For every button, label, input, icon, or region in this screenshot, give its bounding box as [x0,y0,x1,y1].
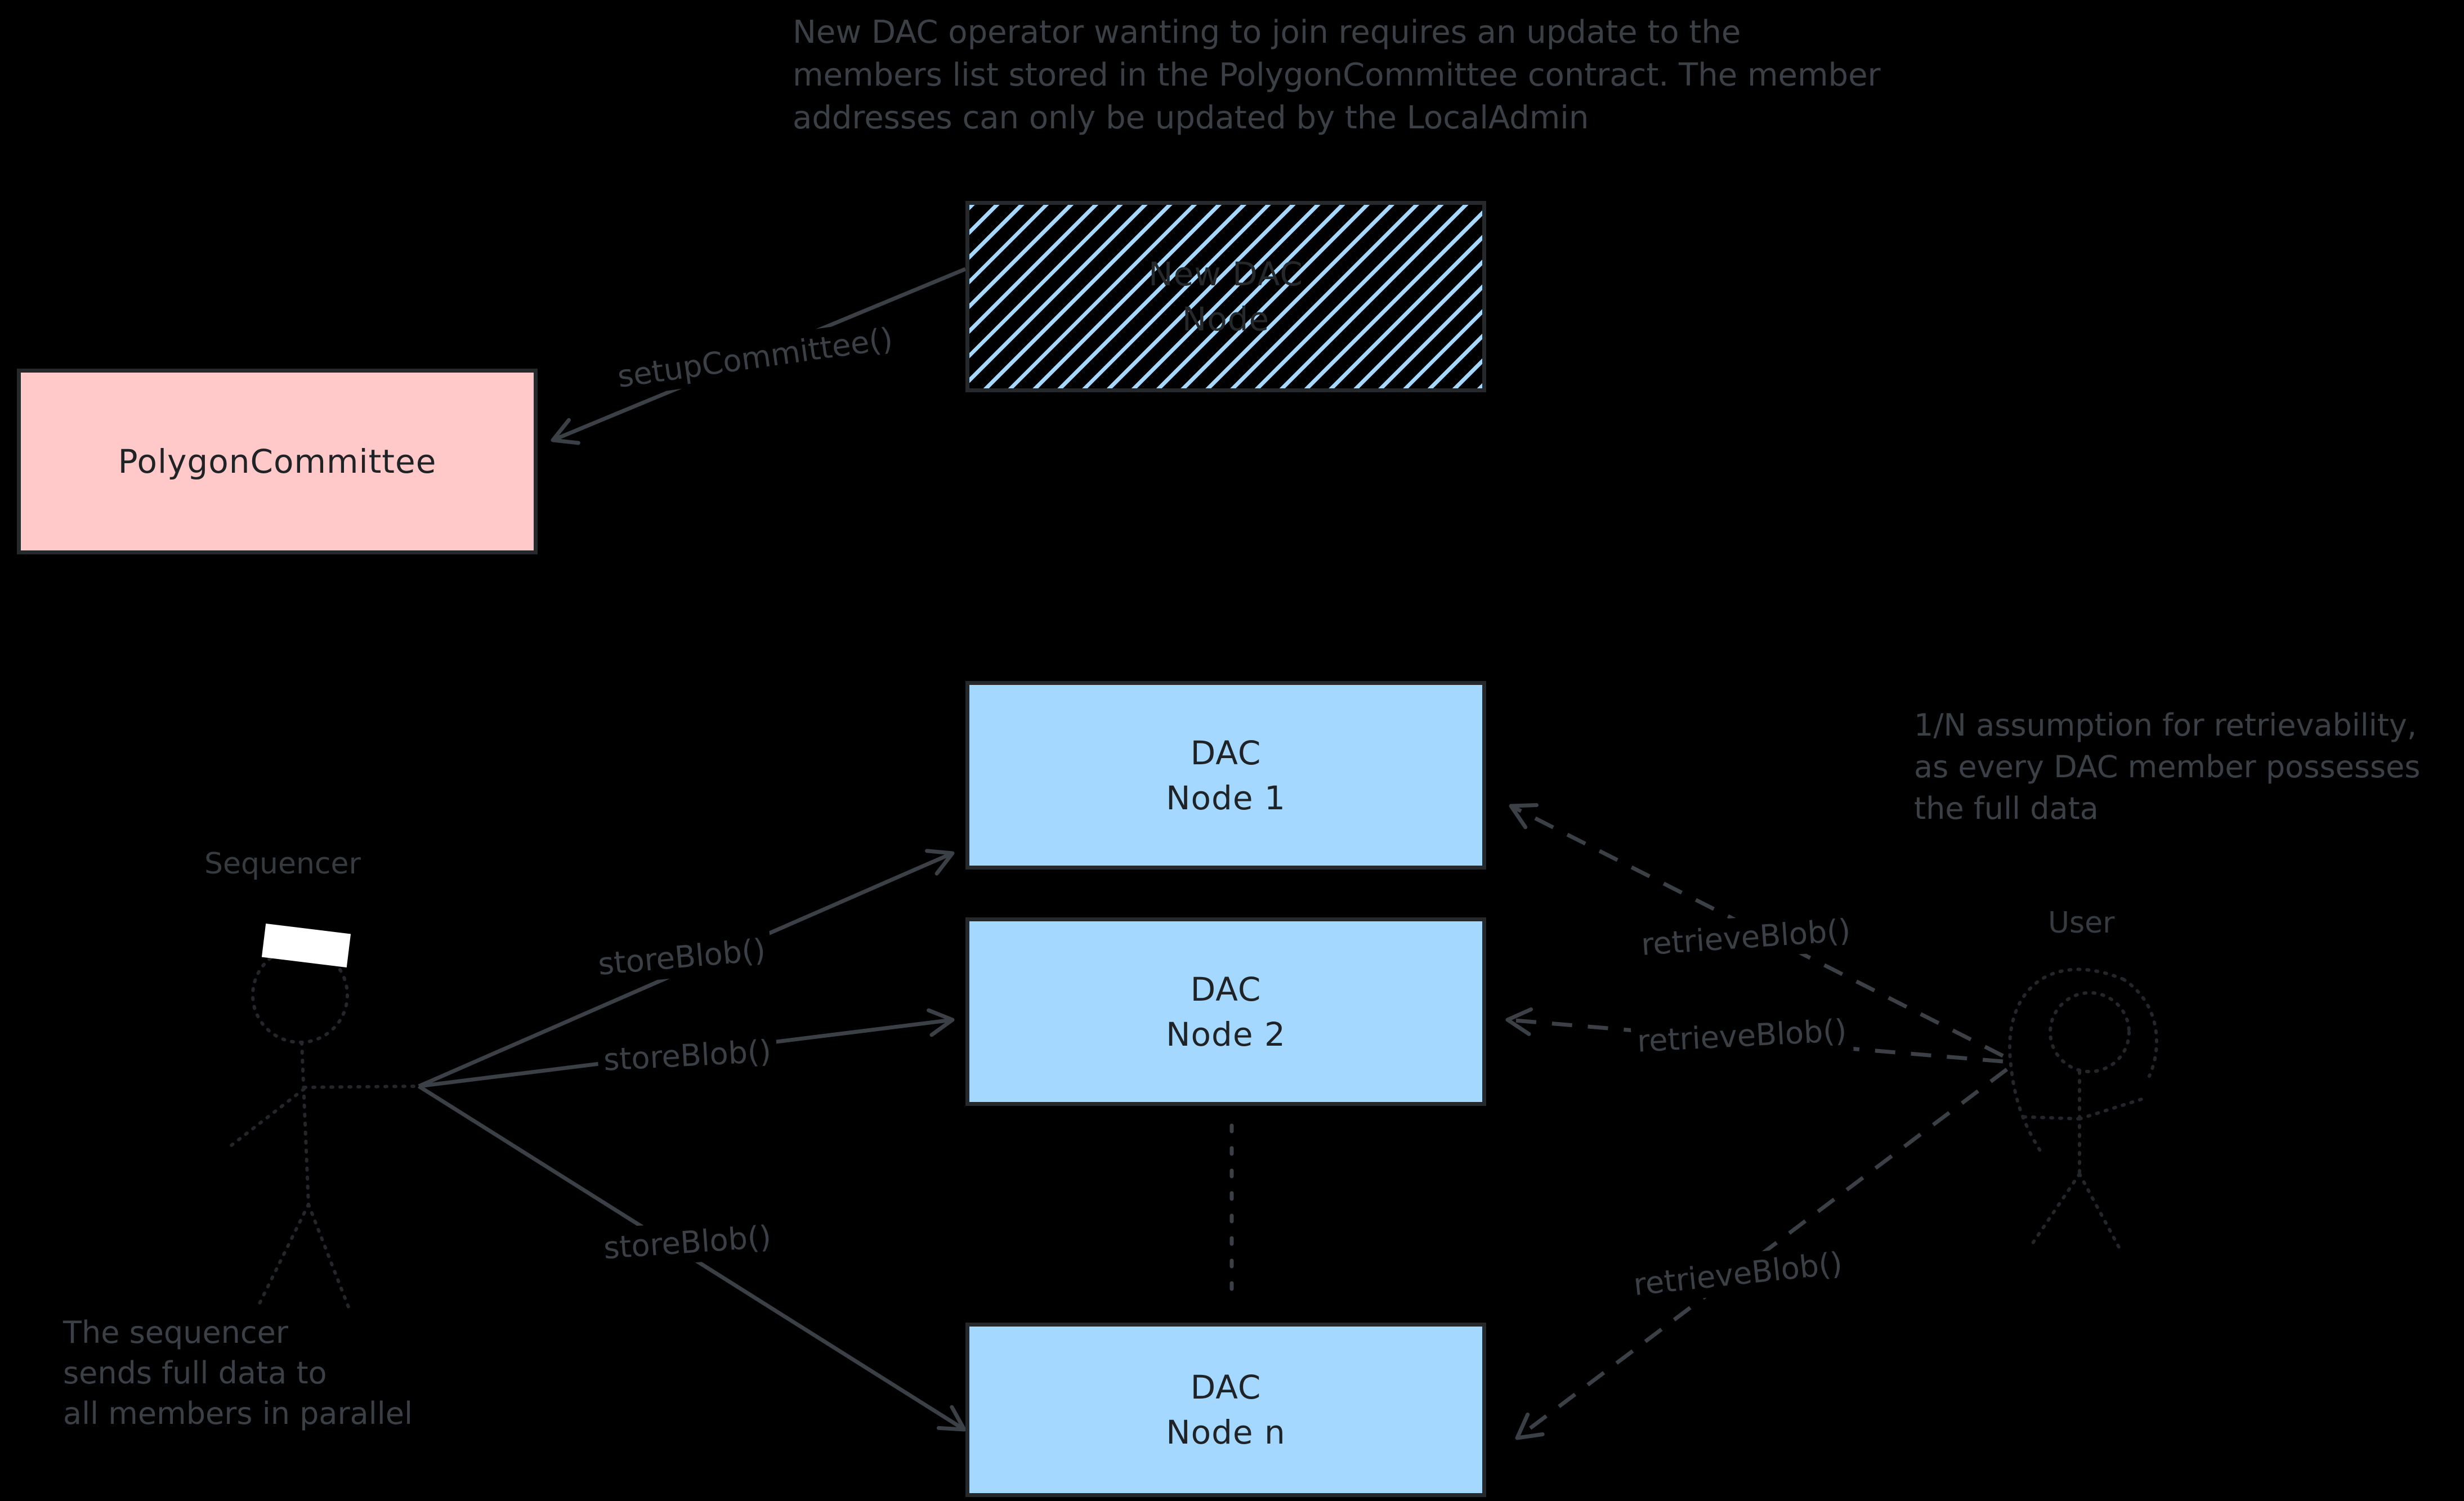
note-line: New DAC operator wanting to join require… [793,14,1741,51]
dac-node-1-label: DAC [1190,733,1262,772]
new-dac-node-box: New DAC Node [965,201,1486,392]
note-line: all members in parallel [63,1396,413,1431]
note-line: as every DAC member possesses [1914,749,2421,785]
note-line: the full data [1914,791,2099,826]
note-line: members list stored in the PolygonCommit… [793,57,1881,93]
sequencer-label: Sequencer [204,847,361,881]
parallel-note: The sequencer sends full data to all mem… [63,1312,413,1434]
note-line: The sequencer [63,1315,289,1350]
retrievability-note: 1/N assumption for retrievability, as ev… [1914,705,2420,830]
dac-node-2-label: DAC [1190,970,1262,1009]
dac-node-n-box: DAC Node n [965,1323,1486,1497]
polygon-committee-label: PolygonCommittee [118,442,437,481]
sequencer-hat-icon [261,923,351,968]
retrieve-blob-arrows [1505,803,2009,1440]
note-line: addresses can only be updated by the Loc… [793,100,1589,136]
new-dac-note: New DAC operator wanting to join require… [793,11,1881,140]
note-line: 1/N assumption for retrievability, [1914,707,2417,743]
dac-node-2-box: DAC Node 2 [965,917,1486,1106]
user-label: User [2048,906,2115,940]
new-dac-node-label: New DAC [1148,255,1303,293]
dac-node-n-label: DAC [1190,1368,1262,1406]
sequencer-figure-icon [225,946,421,1313]
dac-node-1-box: DAC Node 1 [965,681,1486,870]
new-dac-node-label: Node [1182,300,1270,338]
dac-node-n-label: Node n [1166,1413,1286,1451]
dac-node-2-label: Node 2 [1166,1015,1286,1054]
dac-node-1-label: Node 1 [1166,778,1286,817]
note-line: sends full data to [63,1355,327,1391]
polygon-committee-box: PolygonCommittee [17,369,538,554]
user-figure-icon [2008,967,2158,1249]
